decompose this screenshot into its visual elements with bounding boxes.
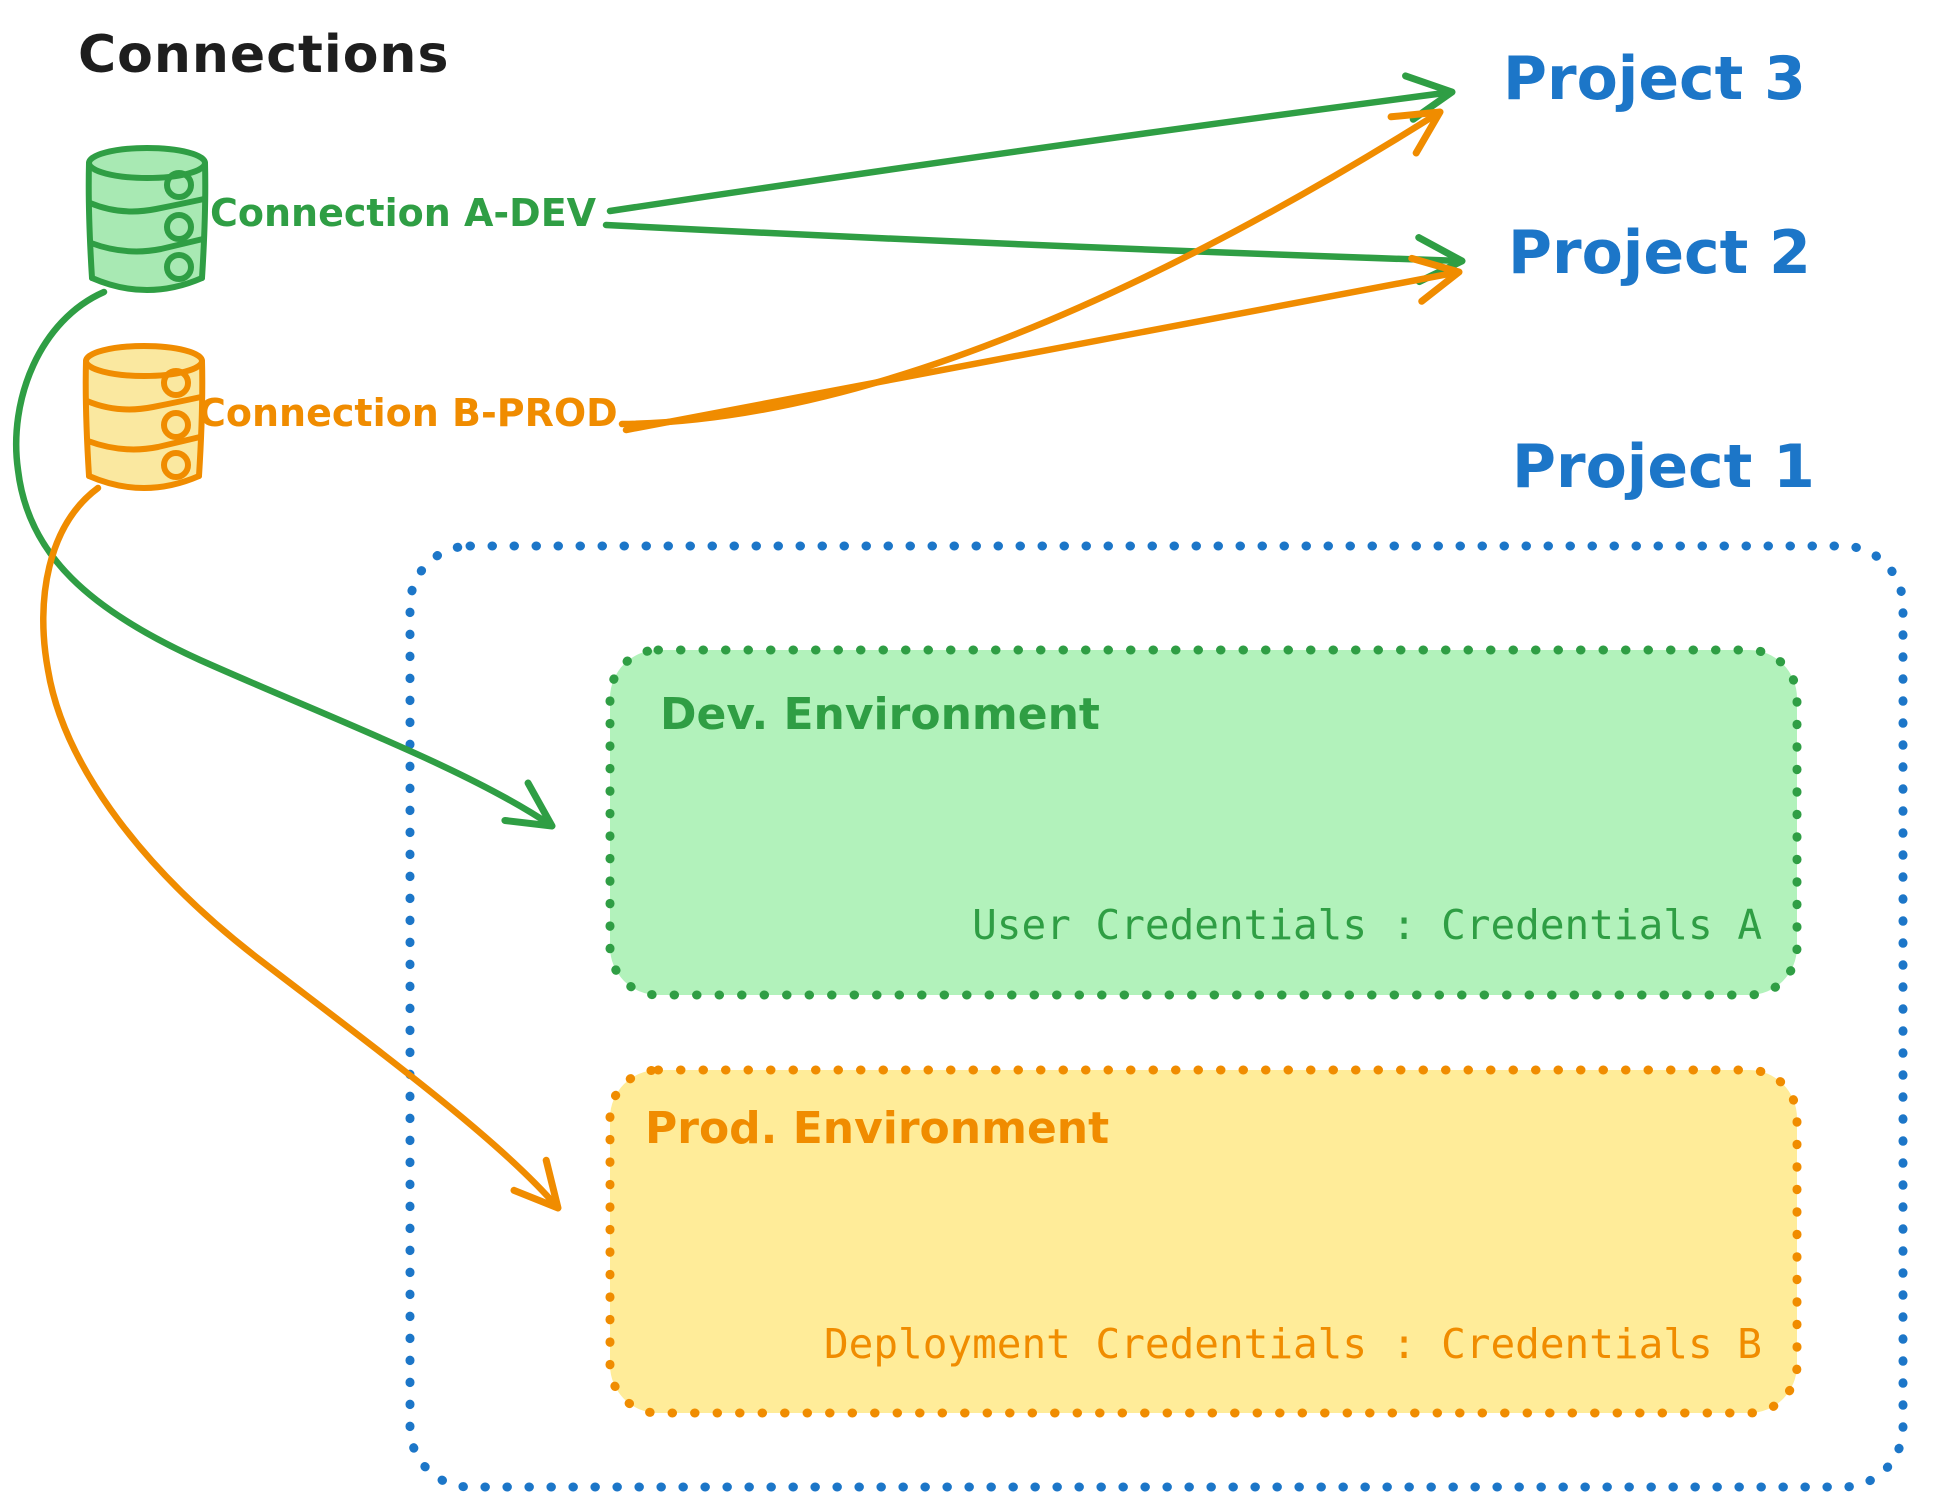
arrow-b-prod-to-project3 [618,108,1444,428]
project1-container-box [405,541,1908,1492]
project-3-label: Project 3 [1503,44,1806,114]
database-icon [82,343,206,491]
prod-environment-credentials: Deployment Credentials : Credentials B [824,1320,1762,1368]
arrow-a-dev-to-project3 [606,72,1456,215]
project-1-label: Project 1 [1512,432,1815,502]
arrow-b-prod-to-project2 [622,254,1463,434]
connection-b-prod-label: Connection B-PROD [198,391,618,435]
dev-environment-credentials: User Credentials : Credentials A [972,901,1762,949]
database-icon [85,145,209,293]
connection-a-dev-label: Connection A-DEV [210,191,597,235]
prod-environment-title: Prod. Environment [645,1103,1110,1154]
diagram-title: Connections [78,25,450,85]
dev-environment-title: Dev. Environment [660,689,1100,740]
arrow-a-dev-to-project2 [602,221,1466,286]
arrow-b-prod-to-prod-environment [40,484,562,1212]
dev-environment-box [605,645,1802,1000]
prod-environment-box [605,1065,1802,1418]
arrow-a-dev-to-dev-environment [12,288,556,830]
project-2-label: Project 2 [1508,218,1811,288]
